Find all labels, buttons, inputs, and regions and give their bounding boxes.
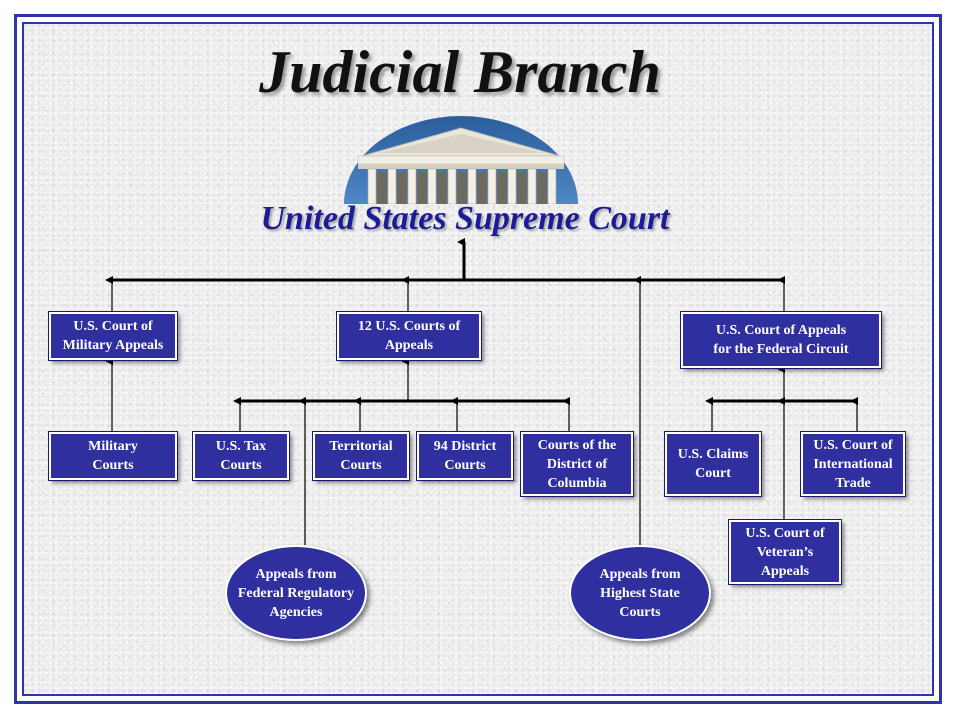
supreme-court-heading: United States Supreme Court bbox=[260, 200, 670, 237]
military-courts-box: Military Courts bbox=[48, 431, 178, 481]
page-title: Judicial Branch bbox=[259, 39, 661, 105]
federal-agencies-appeals-oval: Appeals from Federal Regulatory Agencies bbox=[225, 545, 367, 641]
veterans-appeals-court-box: U.S. Court of Veteran’s Appeals bbox=[728, 519, 842, 585]
federal-circuit-box: U.S. Court of Appeals for the Federal Ci… bbox=[680, 311, 882, 369]
international-trade-court-box: U.S. Court of International Trade bbox=[800, 431, 906, 497]
tax-courts-box: U.S. Tax Courts bbox=[192, 431, 290, 481]
claims-court-box: U.S. Claims Court bbox=[664, 431, 762, 497]
territorial-courts-box: Territorial Courts bbox=[312, 431, 410, 481]
dc-courts-box: Courts of the District of Columbia bbox=[520, 431, 634, 497]
courts-of-appeals-box: 12 U.S. Courts of Appeals bbox=[336, 311, 482, 361]
state-courts-appeals-oval: Appeals from Highest State Courts bbox=[569, 545, 711, 641]
court-of-military-appeals-box: U.S. Court of Military Appeals bbox=[48, 311, 178, 361]
district-courts-box: 94 District Courts bbox=[416, 431, 514, 481]
supreme-court-building-image bbox=[344, 116, 578, 204]
